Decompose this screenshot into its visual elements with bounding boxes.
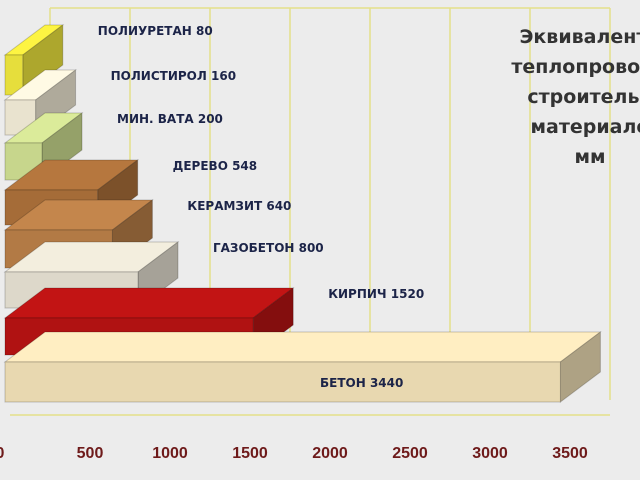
data-label: КЕРАМЗИТ 640: [187, 199, 291, 213]
data-label: ДЕРЕВО 548: [173, 159, 257, 173]
x-tick-label: 3500: [552, 445, 588, 462]
bar-front: [4, 361, 561, 403]
data-label: ГАЗОБЕТОН 800: [213, 241, 324, 255]
bar-top: [3, 331, 602, 363]
x-tick-label: 500: [77, 445, 104, 462]
x-tick-label: 2000: [312, 445, 348, 462]
chart-title: Эквивалентн теплопроводн строительн мате…: [511, 26, 640, 168]
x-tick-label: 1000: [152, 445, 188, 462]
x-tick-label: 3000: [472, 445, 508, 462]
data-label: БЕТОН 3440: [320, 376, 403, 390]
data-label: ПОЛИУРЕТАН 80: [98, 24, 213, 38]
data-label: МИН. ВАТА 200: [117, 112, 223, 126]
x-tick-label: 0: [0, 445, 5, 462]
data-label: ПОЛИСТИРОЛ 160: [111, 69, 236, 83]
bar-top: [3, 287, 295, 319]
x-tick-label: 2500: [392, 445, 428, 462]
data-label: КИРПИЧ 1520: [328, 287, 424, 301]
x-tick-label: 1500: [232, 445, 268, 462]
